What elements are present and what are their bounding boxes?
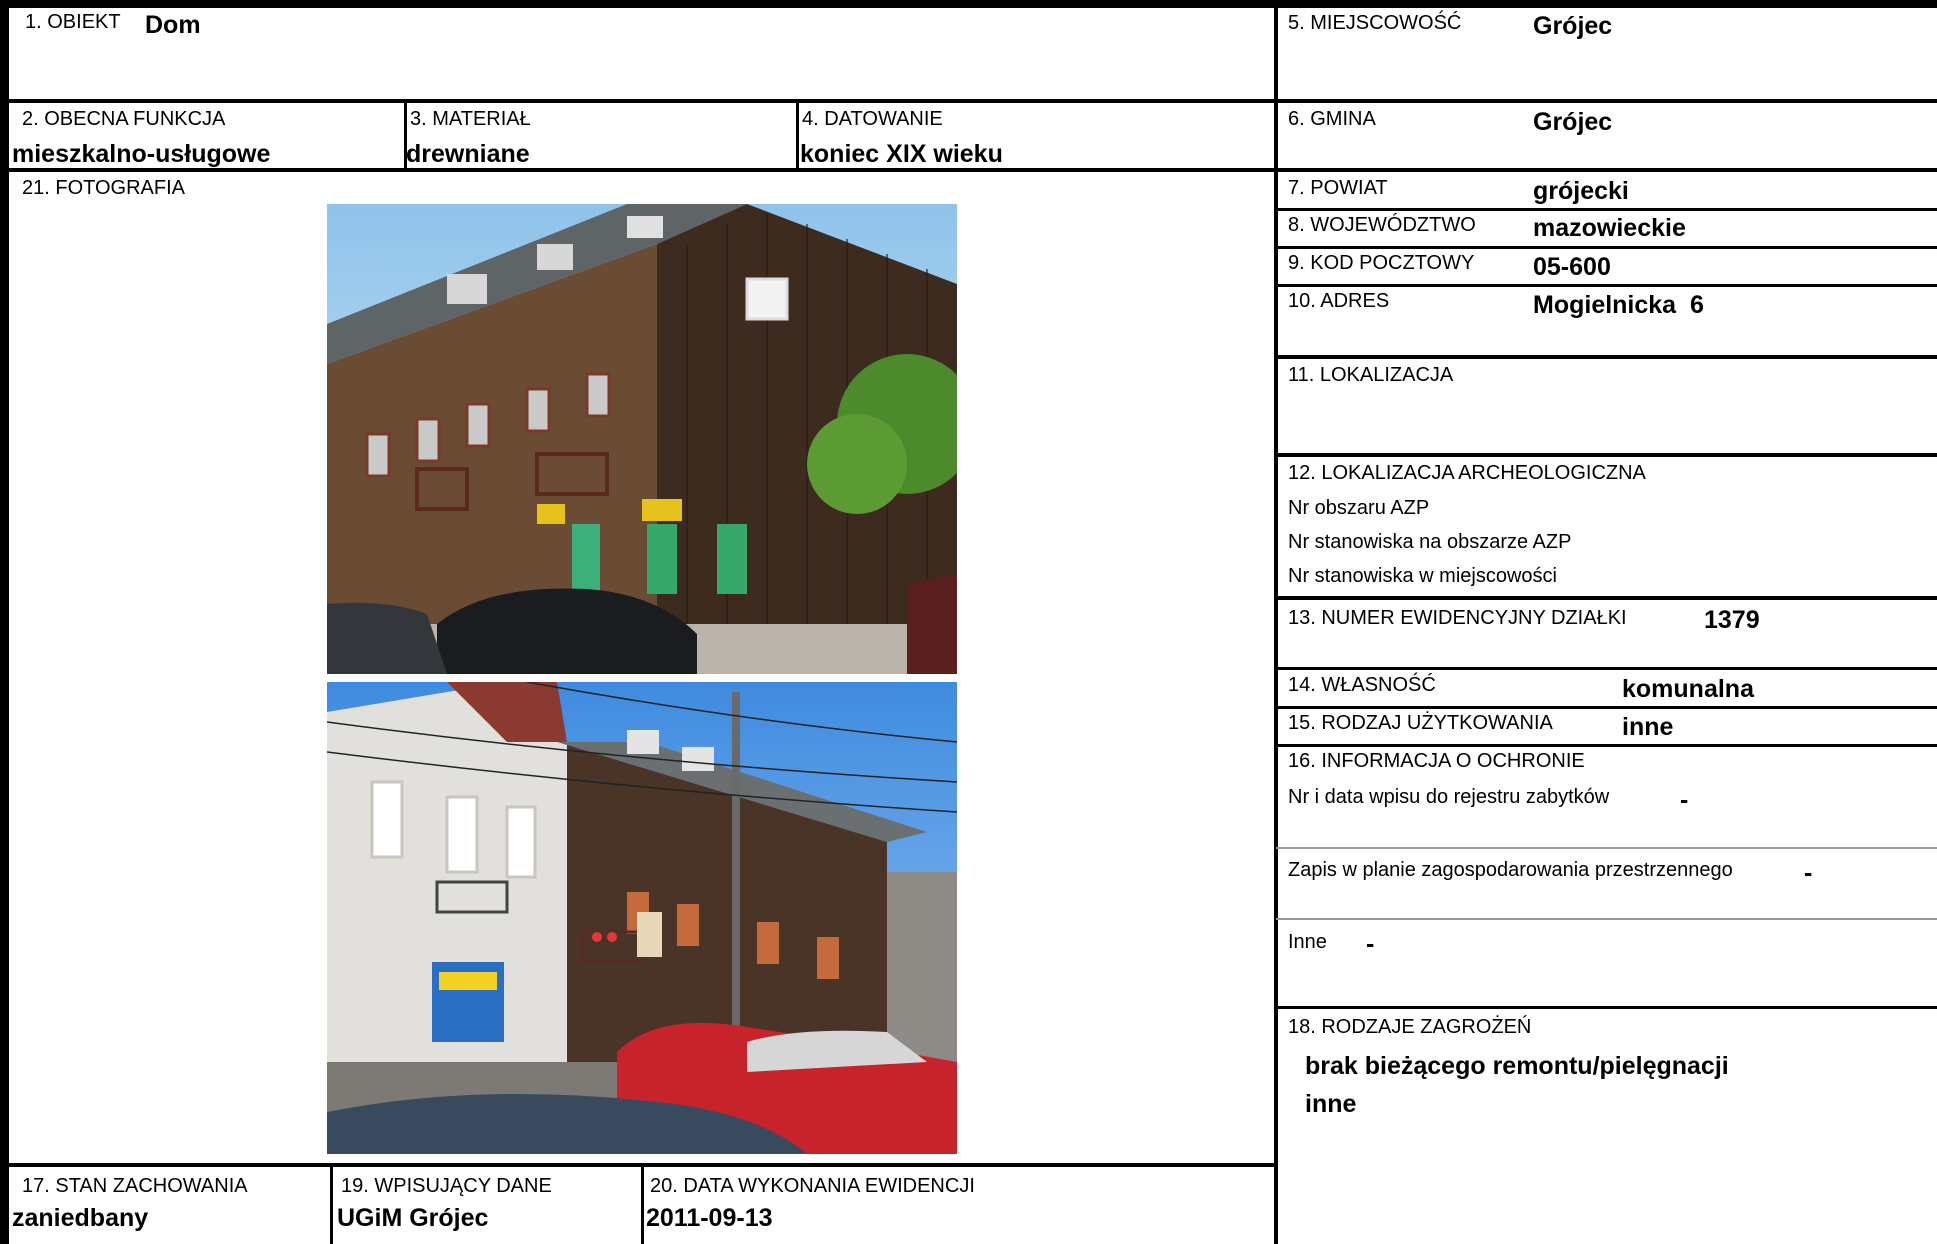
ochrona-rejestr-label: Nr i data wpisu do rejestru zabytków bbox=[1288, 786, 1610, 808]
material-label: 3. MATERIAŁ bbox=[410, 108, 531, 130]
adres-value: Mogielnicka 6 bbox=[1533, 291, 1704, 319]
archeo-label: 12. LOKALIZACJA ARCHEOLOGICZNA bbox=[1288, 462, 1646, 484]
datowanie-label: 4. DATOWANIE bbox=[802, 108, 943, 130]
rule-right-5 bbox=[1276, 284, 1937, 287]
frame-top bbox=[0, 0, 1937, 8]
rule-right-10 bbox=[1276, 706, 1937, 709]
stan-value: zaniedbany bbox=[12, 1204, 149, 1232]
funkcja-value: mieszkalno-usługowe bbox=[12, 140, 271, 168]
ochrona-label: 16. INFORMACJA O OCHRONIE bbox=[1288, 750, 1585, 772]
rule-right-thin-2 bbox=[1276, 918, 1937, 920]
obiekt-value: Dom bbox=[145, 11, 201, 39]
rule-right-4 bbox=[1276, 246, 1937, 249]
wpisujacy-value: UGiM Grójec bbox=[337, 1204, 489, 1232]
rule-right-11 bbox=[1276, 744, 1937, 747]
zagrozenia-item-1: brak bieżącego remontu/pielęgnacji bbox=[1305, 1052, 1729, 1080]
archeo-obszar: Nr obszaru AZP bbox=[1288, 497, 1430, 519]
rule-right-2 bbox=[1276, 168, 1937, 172]
powiat-value: grójecki bbox=[1533, 177, 1629, 205]
photo-street-view bbox=[327, 682, 957, 1154]
powiat-label: 7. POWIAT bbox=[1288, 177, 1388, 199]
div-v-material bbox=[796, 101, 799, 169]
div-v-funkcja bbox=[404, 101, 407, 169]
ochrona-inne-label: Inne bbox=[1288, 931, 1327, 953]
lokalizacja-label: 11. LOKALIZACJA bbox=[1288, 364, 1454, 386]
ochrona-inne-value: - bbox=[1366, 930, 1375, 958]
data-value: 2011-09-13 bbox=[646, 1204, 773, 1232]
rule-right-thin-1 bbox=[1276, 847, 1937, 849]
rule-right-3 bbox=[1276, 208, 1937, 211]
rule-right-8 bbox=[1276, 596, 1937, 600]
rule-left-3 bbox=[0, 1163, 1276, 1167]
rule-right-1 bbox=[1276, 99, 1937, 103]
adres-label: 10. ADRES bbox=[1288, 290, 1390, 312]
kod-value: 05-600 bbox=[1533, 253, 1611, 281]
rule-left-2 bbox=[0, 168, 1276, 172]
ochrona-rejestr-value: - bbox=[1680, 786, 1689, 814]
archeo-stanowisko-obszar: Nr stanowiska na obszarze AZP bbox=[1288, 531, 1572, 553]
dzialka-label: 13. NUMER EWIDENCYJNY DZIAŁKI bbox=[1288, 607, 1627, 629]
div-v-stan bbox=[330, 1165, 333, 1244]
gmina-value: Grójec bbox=[1533, 108, 1613, 136]
data-label: 20. DATA WYKONANIA EWIDENCJI bbox=[650, 1175, 975, 1197]
photo-wooden-house-corner bbox=[327, 204, 957, 674]
kod-label: 9. KOD POCZTOWY bbox=[1288, 252, 1475, 274]
div-v-wpisujacy bbox=[641, 1165, 644, 1244]
rule-right-9 bbox=[1276, 667, 1937, 670]
divider-vertical-main bbox=[1274, 0, 1278, 1244]
wojewodztwo-label: 8. WOJEWÓDZTWO bbox=[1288, 214, 1476, 236]
material-value: drewniane bbox=[406, 140, 530, 168]
ochrona-plan-label: Zapis w planie zagospodarowania przestrz… bbox=[1288, 859, 1733, 881]
dzialka-value: 1379 bbox=[1704, 606, 1760, 634]
wojewodztwo-value: mazowieckie bbox=[1533, 214, 1686, 242]
obiekt-label: 1. OBIEKT bbox=[25, 11, 121, 33]
rule-right-6 bbox=[1276, 355, 1937, 359]
zagrozenia-item-2: inne bbox=[1305, 1090, 1357, 1118]
stan-label: 17. STAN ZACHOWANIA bbox=[22, 1175, 248, 1197]
rule-right-12 bbox=[1276, 1006, 1937, 1009]
miejscowosc-label: 5. MIEJSCOWOŚĆ bbox=[1288, 12, 1462, 34]
rule-right-7 bbox=[1276, 453, 1937, 457]
wpisujacy-label: 19. WPISUJĄCY DANE bbox=[341, 1175, 552, 1197]
ochrona-plan-value: - bbox=[1804, 859, 1813, 887]
datowanie-value: koniec XIX wieku bbox=[800, 140, 1003, 168]
archeo-stanowisko-miejsc: Nr stanowiska w miejscowości bbox=[1288, 565, 1557, 587]
wlasnosc-value: komunalna bbox=[1622, 675, 1754, 703]
wlasnosc-label: 14. WŁASNOŚĆ bbox=[1288, 674, 1436, 696]
funkcja-label: 2. OBECNA FUNKCJA bbox=[22, 108, 226, 130]
fotografia-label: 21. FOTOGRAFIA bbox=[22, 177, 185, 199]
zagrozenia-label: 18. RODZAJE ZAGROŻEŃ bbox=[1288, 1016, 1532, 1038]
rule-left-1 bbox=[0, 99, 1276, 103]
uzytkowanie-value: inne bbox=[1622, 713, 1674, 741]
miejscowosc-value: Grójec bbox=[1533, 12, 1613, 40]
frame-left bbox=[0, 0, 9, 1244]
uzytkowanie-label: 15. RODZAJ UŻYTKOWANIA bbox=[1288, 712, 1553, 734]
gmina-label: 6. GMINA bbox=[1288, 108, 1376, 130]
